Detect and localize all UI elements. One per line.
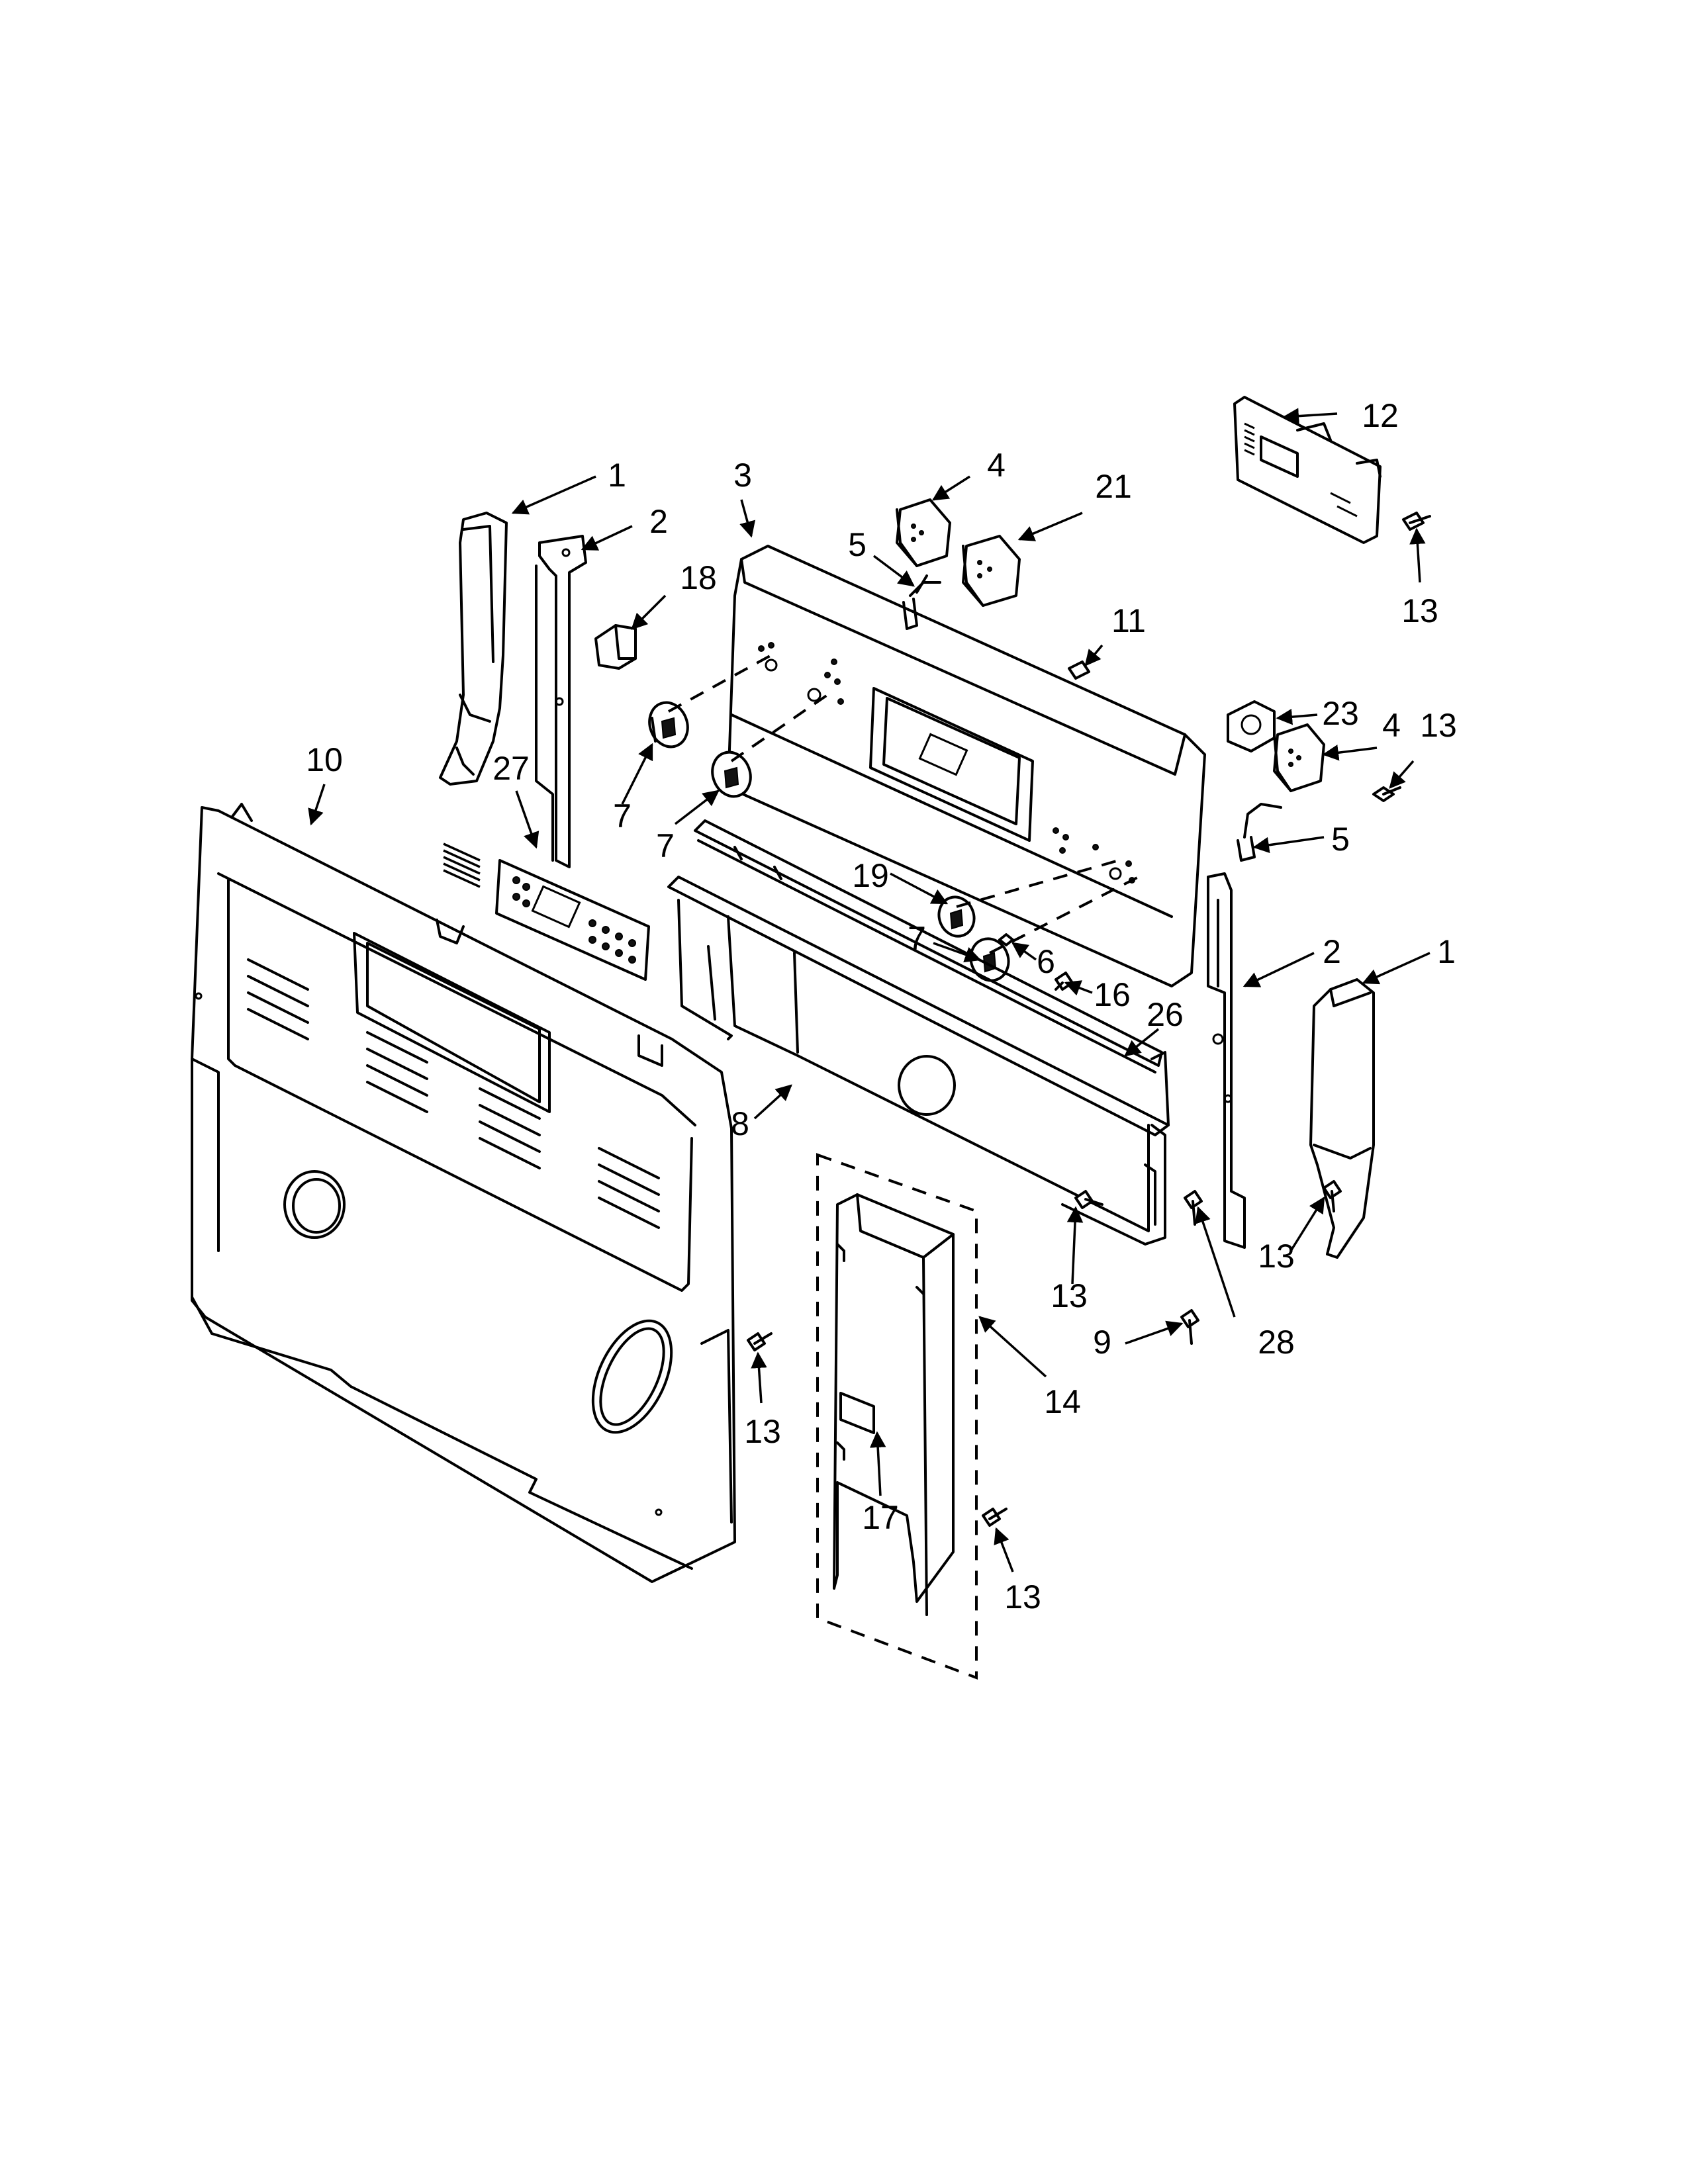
callout-13-end-cap: 13 [1258,1238,1295,1275]
knob-part-7-upper [648,701,689,749]
screw-part-13-end-cap [1323,1180,1342,1212]
callout-14: 14 [1044,1383,1081,1420]
callout-4-upper: 4 [987,447,1006,484]
callout-5-lower: 5 [1331,821,1350,858]
callout-labels: 1 2 3 4 21 12 13 5 18 11 10 23 4 13 7 7 … [306,397,1457,1615]
callout-5-upper: 5 [848,526,867,563]
assembly-box-part-14 [816,1153,978,1680]
switch-part-4-lower [1273,723,1325,792]
side-bracket-right-part-2 [1207,872,1246,1249]
knob-part-7-middle [711,751,752,798]
leader-lines [308,408,1430,1572]
control-console-part-3 [727,545,1206,987]
alignment-dashes [668,654,1139,954]
callout-27: 27 [492,750,530,787]
callout-6: 6 [1037,943,1055,980]
callout-21: 21 [1095,468,1132,505]
screw-part-13-panel [1074,1190,1103,1209]
callout-7-lower: 7 [908,920,926,957]
callout-19: 19 [852,857,889,894]
panel-part-8 [667,876,1170,1246]
screw-part-9 [1180,1309,1199,1345]
switch-part-23 [1227,700,1276,752]
callout-4-lower: 4 [1382,707,1401,744]
callout-3: 3 [733,457,752,494]
end-cap-right-part-1 [1309,978,1375,1259]
switch-part-21 [962,535,1021,607]
switch-part-4-upper [896,498,951,567]
callout-16: 16 [1094,976,1131,1013]
callout-9: 9 [1093,1324,1111,1361]
trim-strip-part-26 [694,819,1163,1073]
knob-part-19 [937,895,976,938]
screw-part-6 [998,933,1014,946]
callout-1-right: 1 [1437,933,1456,970]
screw-part-28 [1184,1190,1203,1226]
callout-13-panel: 13 [1051,1277,1088,1314]
callout-13-console: 13 [1420,707,1457,744]
callout-2-right: 2 [1323,933,1341,970]
control-overlay-part-27 [443,842,650,981]
harness-part-5-lower [1237,803,1282,862]
callout-13-bottom: 13 [1004,1578,1041,1615]
screw-part-13-top-right [1402,512,1431,531]
callout-11: 11 [1111,602,1146,639]
callout-8: 8 [731,1105,749,1142]
callout-2-left: 2 [649,503,668,540]
callout-26: 26 [1147,996,1184,1033]
screw-part-13-console [1372,786,1401,802]
side-bracket-left-part-2 [535,535,587,868]
callout-28: 28 [1258,1324,1295,1361]
callout-23: 23 [1322,695,1359,732]
callout-13-top-right: 13 [1401,592,1438,629]
rear-panel-part-10 [191,803,736,1583]
clip-part-18 [594,624,637,670]
screw-part-16 [1055,972,1074,991]
screw-part-13-bottom [982,1508,1008,1527]
callout-7-upper: 7 [613,797,632,835]
clip-part-11 [1068,660,1090,680]
control-board-part-12 [1233,396,1382,544]
callout-13-rear-panel: 13 [744,1413,781,1450]
callout-10: 10 [306,741,343,778]
callout-18: 18 [680,559,717,596]
callout-1-left: 1 [608,457,626,494]
callout-17: 17 [862,1499,899,1536]
callout-12: 12 [1362,397,1399,434]
end-cap-left-part-1 [439,512,508,786]
screw-part-13-rear-panel [747,1332,773,1351]
harness-part-5-upper [902,574,941,630]
callout-7-middle: 7 [656,827,675,864]
